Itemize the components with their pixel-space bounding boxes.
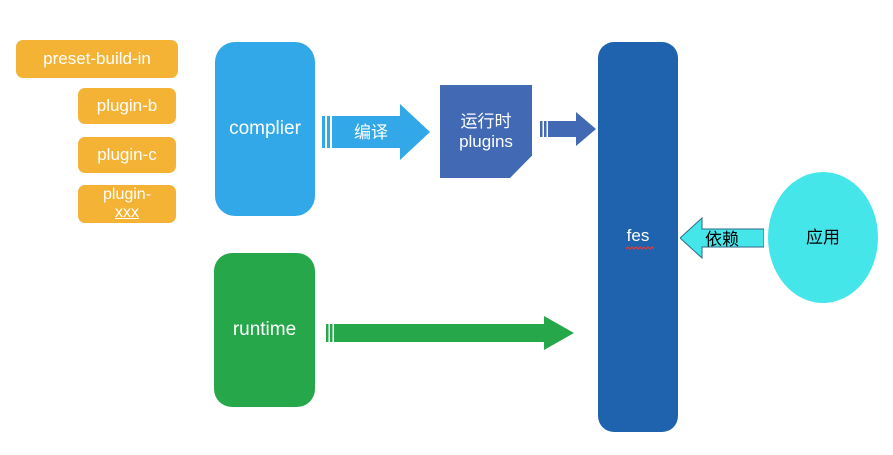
node-complier[interactable]: complier — [215, 42, 315, 216]
spellcheck-squiggle-icon — [625, 245, 654, 250]
arrow-runtime-to-fes — [326, 316, 574, 350]
node-application-label: 应用 — [806, 227, 840, 247]
node-plugin-xxx-label-line1: plugin- — [102, 186, 152, 204]
node-runtime[interactable]: runtime — [214, 253, 315, 407]
node-plugin-xxx-label: plugin- xxx — [103, 186, 151, 222]
arrow-plugins-to-fes — [540, 112, 596, 146]
node-runtime-plugins[interactable]: 运行时 plugins — [440, 85, 532, 178]
node-plugin-xxx[interactable]: plugin- xxx — [78, 185, 176, 223]
node-plugin-b[interactable]: plugin-b — [78, 88, 176, 124]
node-application[interactable]: 应用 — [768, 172, 878, 303]
node-fes[interactable]: fes — [598, 42, 678, 432]
folded-corner-icon — [510, 156, 532, 178]
arrow-depend — [680, 216, 764, 260]
node-fes-label: fes — [626, 226, 650, 246]
node-plugin-c-label: plugin-c — [97, 145, 157, 165]
node-preset-build-in-label: preset-build-in — [43, 49, 151, 69]
node-plugin-xxx-label-line2: xxx — [115, 204, 139, 221]
node-preset-build-in[interactable]: preset-build-in — [16, 40, 178, 78]
node-runtime-plugins-label-line2: plugins — [459, 131, 513, 151]
node-runtime-label: runtime — [232, 319, 297, 341]
node-plugin-c[interactable]: plugin-c — [78, 137, 176, 173]
node-plugin-b-label: plugin-b — [96, 96, 158, 116]
node-runtime-plugins-label-line1: 运行时 — [460, 112, 512, 132]
arrow-compile — [322, 104, 430, 160]
node-complier-label: complier — [229, 118, 301, 140]
node-runtime-plugins-label: 运行时 plugins — [459, 112, 513, 150]
node-fes-label-wrap: fes — [625, 226, 654, 250]
